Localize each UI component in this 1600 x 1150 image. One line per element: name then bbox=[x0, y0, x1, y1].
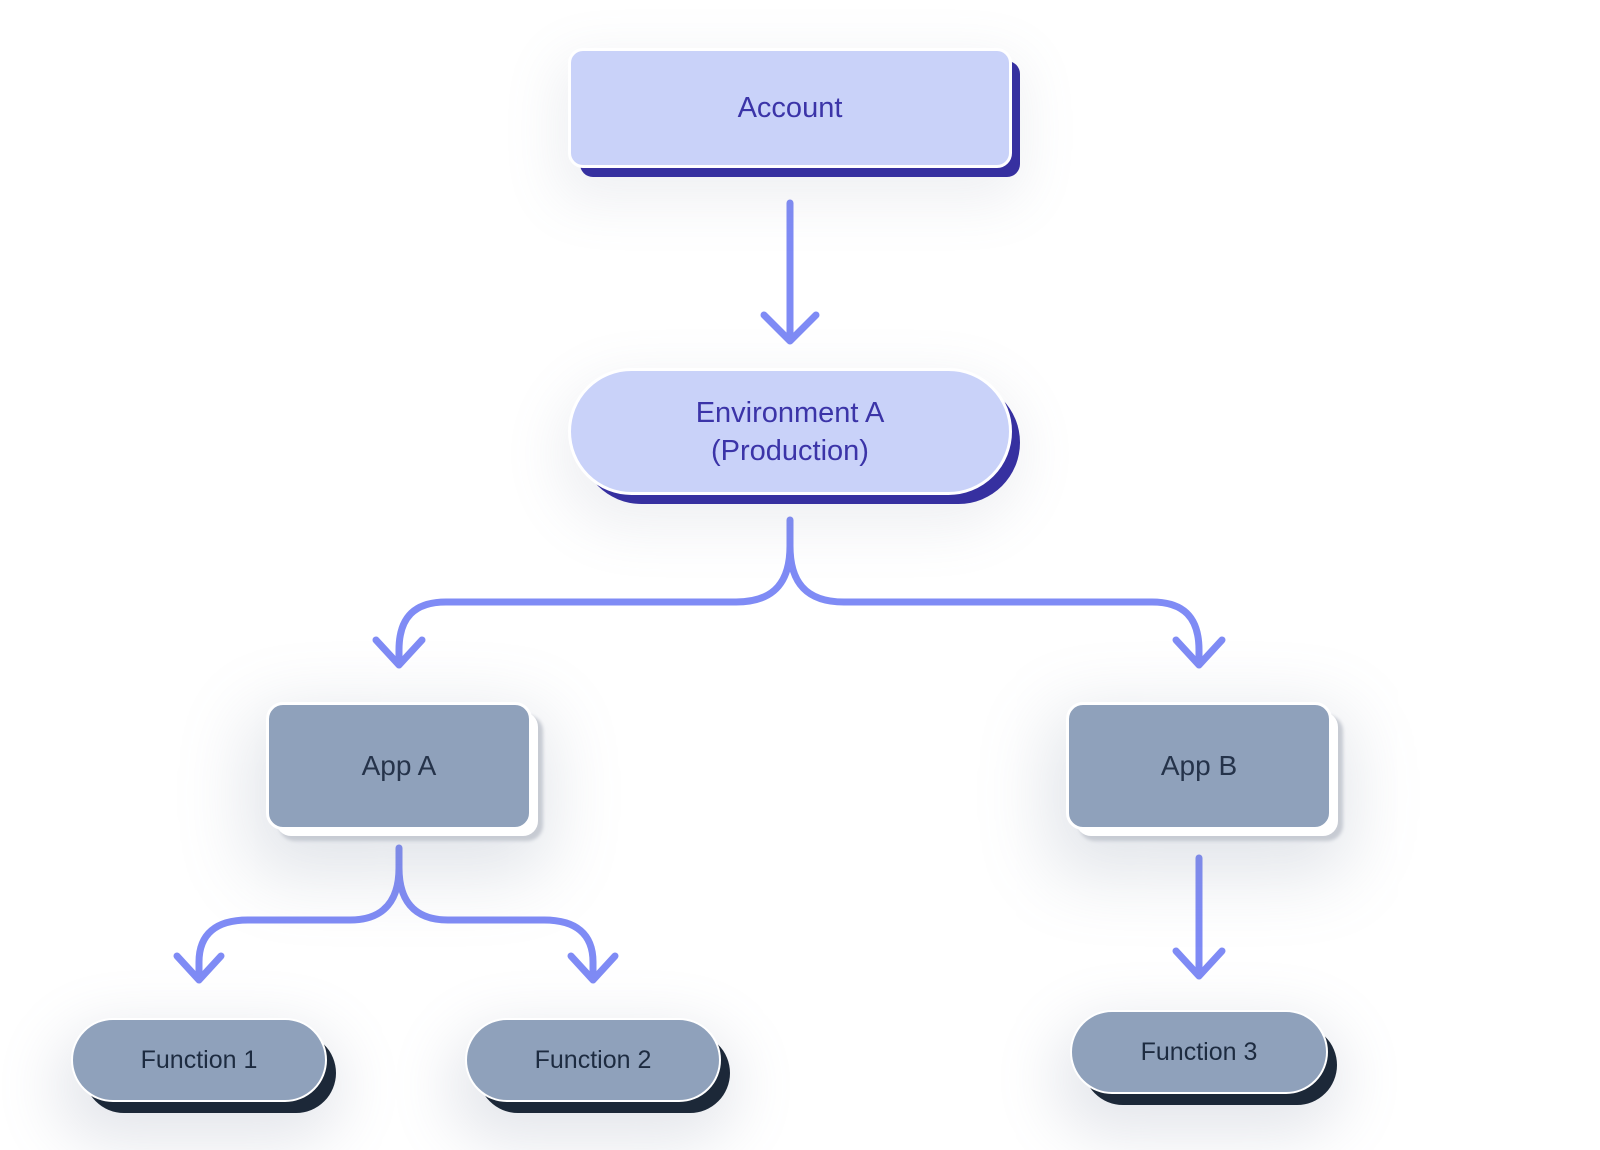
node-function-2: Function 2 bbox=[465, 1018, 721, 1102]
node-function-1: Function 1 bbox=[71, 1018, 327, 1102]
arrowhead-icon bbox=[760, 311, 820, 345]
node-function-1-label: Function 1 bbox=[140, 1045, 258, 1074]
node-app-a-label: App A bbox=[361, 750, 437, 781]
node-account: Account bbox=[568, 48, 1012, 168]
arrowhead-icon bbox=[173, 952, 225, 984]
node-environment-a-label-line1: Environment A bbox=[695, 396, 885, 429]
node-environment-a-label-line2: (Production) bbox=[711, 434, 869, 467]
arrowhead-icon bbox=[567, 952, 619, 984]
node-account-label: Account bbox=[737, 91, 843, 124]
node-app-b: App B bbox=[1066, 702, 1332, 830]
node-app-a: App A bbox=[266, 702, 532, 830]
node-function-2-label: Function 2 bbox=[534, 1045, 652, 1074]
arrowhead-icon bbox=[1172, 636, 1226, 669]
arrowhead-icon bbox=[372, 636, 426, 669]
edge-appb-to-function3 bbox=[1172, 854, 1226, 980]
edge-env-to-apps bbox=[372, 516, 1226, 669]
node-function-3-label: Function 3 bbox=[1140, 1037, 1258, 1066]
node-app-b-label: App B bbox=[1160, 750, 1238, 781]
arrowhead-icon bbox=[1172, 947, 1226, 980]
edge-appa-to-functions bbox=[173, 844, 619, 984]
node-environment-a: Environment A (Production) bbox=[568, 368, 1012, 495]
node-function-3: Function 3 bbox=[1070, 1010, 1328, 1094]
edge-account-to-env bbox=[760, 199, 820, 345]
